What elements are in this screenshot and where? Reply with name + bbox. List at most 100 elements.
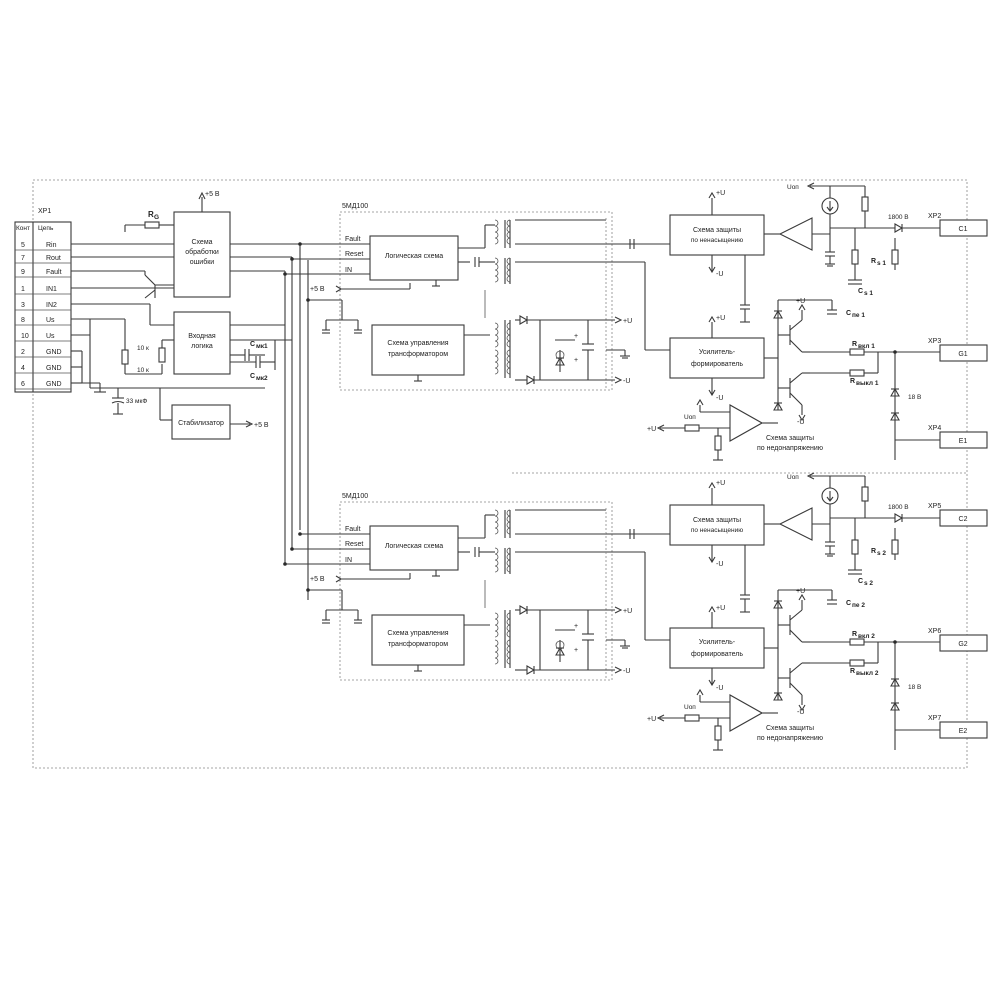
xp1-signal-name: Fault — [46, 269, 62, 276]
amp-minus-u: -U — [716, 395, 723, 402]
svg-text:+: + — [574, 333, 578, 340]
ron-sub: вкл 1 — [858, 343, 875, 350]
transformer-control-block — [371, 324, 465, 376]
terminal-c-label: C2 — [959, 516, 968, 523]
xp1-pin-number: 8 — [21, 317, 25, 324]
zener-label: 18 В — [908, 394, 921, 401]
error-block-line1: Схема — [191, 239, 212, 246]
board-outline — [32, 179, 968, 769]
xp1-row: 1 IN1 — [21, 286, 57, 293]
desat-minus-u: -U — [716, 561, 723, 568]
input-logic-line1: Входная — [188, 333, 216, 340]
cmk2-label: C — [250, 373, 255, 380]
error-block-line3: ошибки — [190, 258, 214, 266]
error-block-line2: обработки — [185, 248, 219, 256]
transistor-plus-u: +U — [796, 588, 805, 595]
uvlo-line2: по недонапряжению — [757, 445, 823, 452]
xp-c-label: XP2 — [928, 213, 941, 220]
amp-plus-u: +U — [716, 315, 725, 322]
terminal-e — [939, 721, 988, 739]
xp1-signal-name: IN1 — [46, 286, 57, 293]
cs-label: C — [858, 288, 863, 295]
transformer-control-line1: Схема управления — [387, 340, 448, 347]
cpe-sub: пе 2 — [852, 602, 865, 609]
terminal-e-label: E1 — [959, 438, 968, 445]
xp1-signal-name: Rout — [46, 255, 61, 262]
roff-sub: выкл 1 — [856, 380, 879, 387]
desat-line1: Схема защиты — [693, 227, 741, 234]
cpe-label: C — [846, 310, 851, 317]
desat-line1: Схема защиты — [693, 517, 741, 524]
amp-line1: Усилитель- — [699, 349, 736, 356]
transistor-plus-u: +U — [796, 298, 805, 305]
common-section: Схема обработки ошибки +5 В R G Входная … — [71, 191, 309, 600]
rs-sub: s 2 — [877, 550, 886, 557]
uvlo-line1: Схема защиты — [766, 435, 814, 442]
desat-line2: по ненасыщению — [691, 237, 743, 244]
pin-reset-label: Reset — [345, 541, 363, 548]
logic-block-label: Логическая схема — [385, 253, 443, 260]
error-processing-block — [173, 211, 231, 298]
amp-line1: Усилитель- — [699, 639, 736, 646]
xp-e-label: XP4 — [928, 425, 941, 432]
hv-diode-label: 1800 В — [888, 504, 909, 511]
desat-minus-u: -U — [716, 271, 723, 278]
terminal-g — [939, 634, 988, 652]
rectifier-plus-u: +U — [623, 318, 632, 325]
xp1-pin-number: 9 — [21, 269, 25, 276]
roff-label: R — [850, 668, 855, 675]
cmk2-sub: мк2 — [256, 375, 268, 382]
desat-plus-u: +U — [716, 190, 725, 197]
cpe-sub: пе 1 — [852, 312, 865, 319]
xp1-signal-name: IN2 — [46, 302, 57, 309]
xp1-pin-number: 1 — [21, 286, 25, 293]
desat-protection-block — [669, 214, 765, 256]
terminal-g-label: G1 — [958, 351, 967, 358]
xp1-signal-name: Us — [46, 333, 55, 340]
xp1-header-signal: Цепь — [38, 225, 54, 232]
amp-line2: формирователь — [691, 361, 743, 368]
uvlo-line2: по недонапряжению — [757, 735, 823, 742]
amp-minus-u: -U — [716, 685, 723, 692]
module-label: 5МД100 — [342, 203, 368, 210]
xp1-pin-number: 6 — [21, 381, 25, 388]
xp1-label: XP1 — [38, 208, 51, 215]
input-logic-block — [173, 311, 231, 375]
cs-label: C — [858, 578, 863, 585]
module-outline — [339, 501, 613, 681]
terminal-g — [939, 344, 988, 362]
desat-uop: Uоп — [787, 474, 799, 481]
ron-label: R — [852, 341, 857, 348]
roff-sub: выкл 2 — [856, 670, 879, 677]
amp-line2: формирователь — [691, 651, 743, 658]
transformer-control-line1: Схема управления — [387, 630, 448, 637]
amplifier-block — [669, 627, 765, 669]
xp1-header-pin: Конт — [16, 225, 30, 232]
rg-sub: G — [154, 214, 159, 221]
stabilizer-label: Стабилизатор — [178, 419, 224, 427]
module-label: 5МД100 — [342, 493, 368, 500]
xp1-pin-number: 2 — [21, 349, 25, 356]
uvlo-plus-u: +U — [647, 426, 656, 433]
hv-diode-label: 1800 В — [888, 214, 909, 221]
input-logic-line2: логика — [191, 343, 213, 350]
transistor-minus-u: -U — [797, 709, 804, 716]
ron-sub: вкл 2 — [858, 633, 875, 640]
svg-text:+: + — [574, 623, 578, 630]
svg-text:+: + — [574, 647, 578, 654]
pin-reset-label: Reset — [345, 251, 363, 258]
stabilizer-output: +5 В — [254, 422, 269, 429]
stabilizer-block — [171, 404, 231, 440]
terminal-e — [939, 431, 988, 449]
uvlo-plus-u: +U — [647, 716, 656, 723]
pin-fault-label: Fault — [345, 526, 361, 533]
cmk1-label: C — [250, 341, 255, 348]
logic-block-label: Логическая схема — [385, 543, 443, 550]
pin-in-label: IN — [345, 267, 352, 274]
cmk1-sub: мк1 — [256, 343, 268, 350]
